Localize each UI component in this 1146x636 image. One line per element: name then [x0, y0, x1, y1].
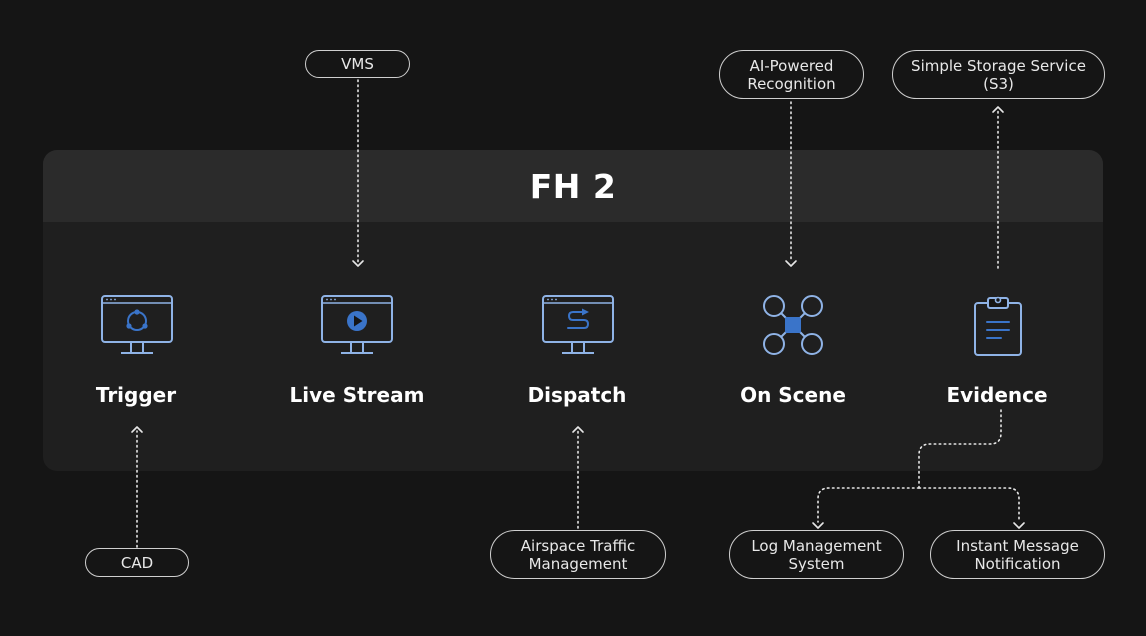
- integration-instant-message: Instant Message Notification: [930, 530, 1105, 579]
- panel-title: FH 2: [529, 167, 617, 206]
- integration-vms: VMS: [305, 50, 410, 78]
- integration-log-management: Log Management System: [729, 530, 904, 579]
- stage-label-evidence: Evidence: [946, 383, 1048, 407]
- integration-airspace-traffic: Airspace Traffic Management: [490, 530, 666, 579]
- arrowhead-log: [812, 522, 824, 529]
- monitor-play-icon: [321, 295, 393, 354]
- stage-label-on-scene: On Scene: [740, 383, 846, 407]
- connector-to-notify: [918, 487, 1020, 523]
- clipboard-icon: [974, 296, 1022, 356]
- connector-to-log: [817, 487, 920, 523]
- integration-s3: Simple Storage Service (S3): [892, 50, 1105, 99]
- integration-ai-recognition: AI-Powered Recognition: [719, 50, 864, 99]
- arrowhead-notify: [1013, 522, 1025, 529]
- fh2-panel: FH 2: [43, 150, 1103, 471]
- drone-icon: [763, 295, 823, 355]
- arrowhead-s3: [992, 106, 1004, 113]
- monitor-route-icon: [542, 295, 614, 354]
- monitor-refresh-icon: [101, 295, 173, 354]
- integration-cad: CAD: [85, 548, 189, 577]
- stage-label-trigger: Trigger: [95, 383, 177, 407]
- stage-label-live-stream: Live Stream: [289, 383, 425, 407]
- stage-label-dispatch: Dispatch: [527, 383, 627, 407]
- panel-header: FH 2: [43, 150, 1103, 222]
